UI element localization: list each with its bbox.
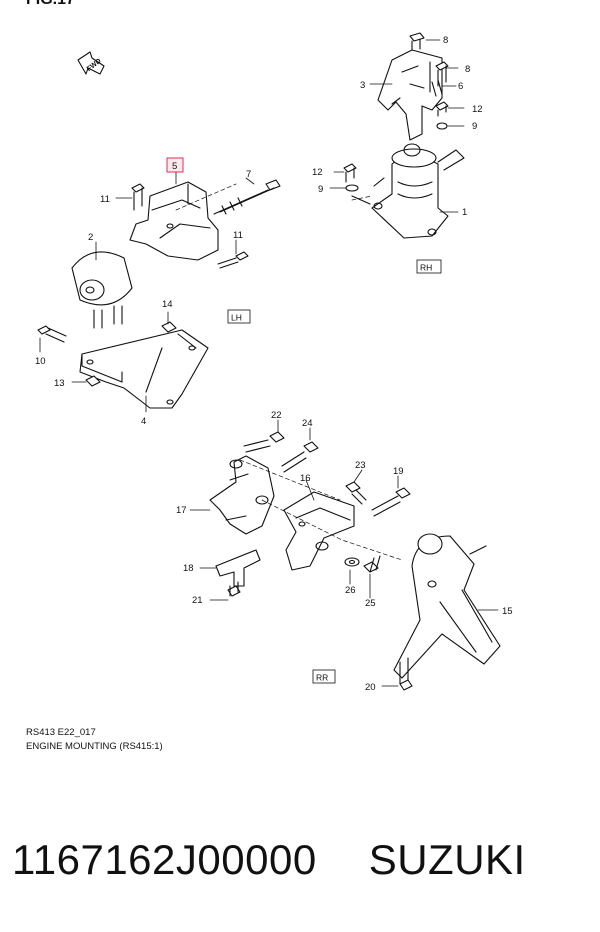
bolt-25 [363,555,381,573]
part-callout: 20 [365,682,376,693]
bolt-12-lh [343,163,359,192]
part-callout: 15 [502,606,513,617]
bolt-8-top [409,32,425,52]
part-callout: 17 [176,505,187,516]
bolt-7 [213,179,281,215]
part-callout: 4 [141,416,146,427]
part-callout: 8 [465,64,470,75]
part-callout: 6 [458,81,463,92]
bolt-19 [371,487,411,517]
bracket-5 [129,181,219,261]
part-callout: 5 [172,161,177,172]
exploded-parts-diagram: FWD 1 2 3 4 5 6 7 8 8 9 9 10 11 11 12 12… [35,32,513,693]
part-callout: 14 [162,299,173,310]
part-callout: 25 [365,598,376,609]
part-callout: 21 [192,595,203,606]
section-label-rh: RH [420,263,432,273]
part-callout: 3 [360,80,365,91]
forward-arrow-icon [77,51,105,75]
bracket-17 [209,455,275,535]
bolt-11-top [131,183,145,211]
engine-mount-1 [351,143,465,239]
engine-mount-15 [393,533,501,679]
section-label-rr: RR [316,673,328,683]
diagram-description: ENGINE MOUNTING (RS415:1) [26,741,163,752]
bolt-24 [281,441,319,473]
figure-title: FIG.17 [26,0,75,9]
part-callout: 19 [393,466,404,477]
diagram-code: RS413 E22_017 [26,727,96,738]
part-callout: 22 [271,410,282,421]
section-box-rh [416,259,442,274]
bolt-8-right [431,61,449,97]
bracket-16 [283,491,355,571]
part-callout: 12 [312,167,323,178]
part-callout: 18 [183,563,194,574]
bracket-18 [215,549,261,587]
part-callout: 7 [246,169,251,180]
engine-mount-2 [71,251,133,329]
part-callout: 8 [443,35,448,46]
part-callout: 1 [462,207,467,218]
part-callout: 2 [88,232,93,243]
section-box-lh [227,309,251,324]
part-callout: 9 [318,184,323,195]
nut-13 [85,375,101,387]
part-callout: 16 [300,473,311,484]
listing-title: 1167162J00000 SUZUKI [12,836,600,884]
bolt-11-right [217,251,249,269]
brand-name: SUZUKI [368,836,526,883]
part-callout: 10 [35,356,46,367]
section-label-lh: LH [231,313,242,323]
part-callout: 9 [472,121,477,132]
part-callout: 24 [302,418,313,429]
part-callout: 12 [472,104,483,115]
bolt-20 [399,657,413,691]
part-callout: 26 [345,585,356,596]
bracket-4 [79,329,209,409]
bracket-3 [377,49,443,141]
bolt-10 [37,325,67,343]
part-callout: 23 [355,460,366,471]
part-callout: 11 [233,230,243,241]
part-number: 1167162J00000 [12,836,317,883]
part-5-highlight [166,157,184,173]
section-box-rr [312,669,336,684]
bolt-23 [345,481,367,505]
washer-26 [344,557,360,567]
bolt-21 [227,581,241,597]
part-callout: 11 [100,194,110,205]
bolt-22 [243,431,285,453]
bolt-12-rh [435,101,449,130]
part-callout: 13 [54,378,65,389]
nut-14 [161,321,177,333]
